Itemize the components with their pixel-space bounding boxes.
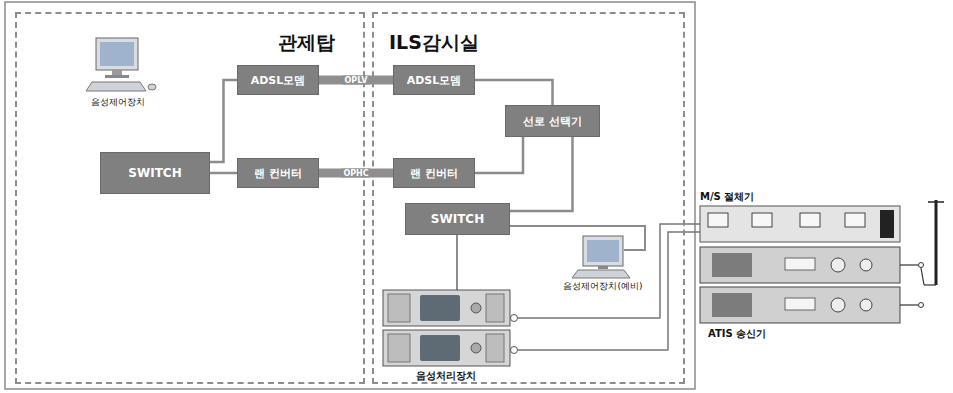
network-link [510, 137, 573, 211]
network-link [210, 80, 237, 162]
rack-panel [486, 294, 504, 322]
modem-box: ADSL모뎀 [393, 65, 475, 95]
switch-block [880, 210, 894, 238]
transmitter-knob [860, 299, 872, 311]
box-label: SWITCH [128, 166, 181, 180]
network-link [475, 80, 553, 105]
cable-link [319, 169, 393, 178]
switch-contact [919, 263, 924, 268]
room-region: ILS감시실 ADSL모뎀랜 컨버터 선로 선택기 SWITCH [372, 12, 685, 384]
computer-mouse [148, 84, 156, 90]
rf-wire [900, 264, 918, 265]
cable-label: OPLV [343, 76, 370, 85]
computer-keyboard [572, 270, 630, 278]
transmitter-knob [860, 259, 872, 271]
computer-monitor [96, 38, 138, 70]
rf-wire [900, 304, 918, 305]
switch-module [800, 213, 820, 227]
box-label: ADSL모뎀 [407, 73, 462, 88]
transmitter-knob [831, 298, 845, 312]
converter-box: 랜 컨버터 [237, 158, 319, 188]
computer-stand [598, 266, 608, 269]
switch-contact [919, 303, 924, 308]
region-title: ILS감시실 [389, 30, 479, 56]
transmitter-unit [700, 247, 900, 283]
device-label: M/S 절체기 [700, 190, 754, 204]
rack-knob [471, 343, 481, 353]
cable-link [319, 76, 393, 85]
rack-screen [420, 335, 460, 361]
box-label: 선로 선택기 [523, 114, 582, 129]
computer-keyboard [86, 82, 146, 91]
audio-wire [518, 232, 700, 350]
network-link [210, 172, 237, 175]
computer-screen [587, 240, 619, 262]
rack-panel [486, 334, 504, 362]
network-wire [456, 235, 458, 290]
switch-module [708, 213, 728, 227]
rack-connector [511, 315, 518, 322]
transmitter-plate [785, 258, 815, 270]
cable-label: OPHC [341, 169, 370, 178]
transmitter-panel [712, 293, 752, 317]
computer-stand [112, 70, 122, 75]
ms-switch-unit [700, 206, 900, 242]
rack-panel [388, 334, 410, 362]
network-link [475, 137, 523, 173]
network-wire [510, 226, 645, 250]
outer-frame [5, 2, 695, 389]
antenna-element [928, 201, 944, 203]
modem-box: ADSL모뎀 [237, 65, 319, 95]
rack-panel [388, 294, 410, 322]
computer-monitor [583, 236, 623, 266]
rack-unit [383, 330, 510, 366]
antenna-mast [935, 200, 938, 285]
device-label: 음성제어장치 [91, 96, 145, 109]
transmitter-plate [785, 298, 815, 310]
selector-box: 선로 선택기 [505, 105, 600, 137]
transmitter-unit [700, 287, 900, 323]
device-label: 음성제어장치(예비) [563, 280, 642, 293]
audio-wire [518, 224, 700, 318]
switch-box: SWITCH [100, 152, 210, 194]
switch-module [845, 213, 865, 227]
device-label: 음성처리장치 [416, 369, 476, 383]
transmitter-knob [831, 258, 845, 272]
region-title: 관제탑 [278, 30, 335, 56]
rack-screen [420, 295, 460, 321]
rack-connector [511, 347, 518, 354]
converter-box: 랜 컨버터 [393, 158, 475, 188]
computer-base [105, 75, 129, 78]
rack-knob [471, 303, 481, 313]
room-region: 관제탑 ADSL모뎀 SWITCH 랜 컨버터 [15, 12, 365, 384]
rf-wire [924, 284, 936, 285]
box-label: ADSL모뎀 [251, 73, 306, 88]
rack-unit [383, 290, 510, 326]
device-label: ATIS 송신기 [708, 327, 766, 341]
box-label: SWITCH [431, 212, 484, 226]
box-label: 랜 컨버터 [254, 166, 302, 181]
box-label: 랜 컨버터 [410, 166, 458, 181]
computer-screen [100, 42, 134, 66]
switch-box: SWITCH [405, 203, 510, 235]
switch-lever [921, 268, 924, 285]
switch-module [752, 213, 772, 227]
transmitter-panel [712, 253, 752, 277]
